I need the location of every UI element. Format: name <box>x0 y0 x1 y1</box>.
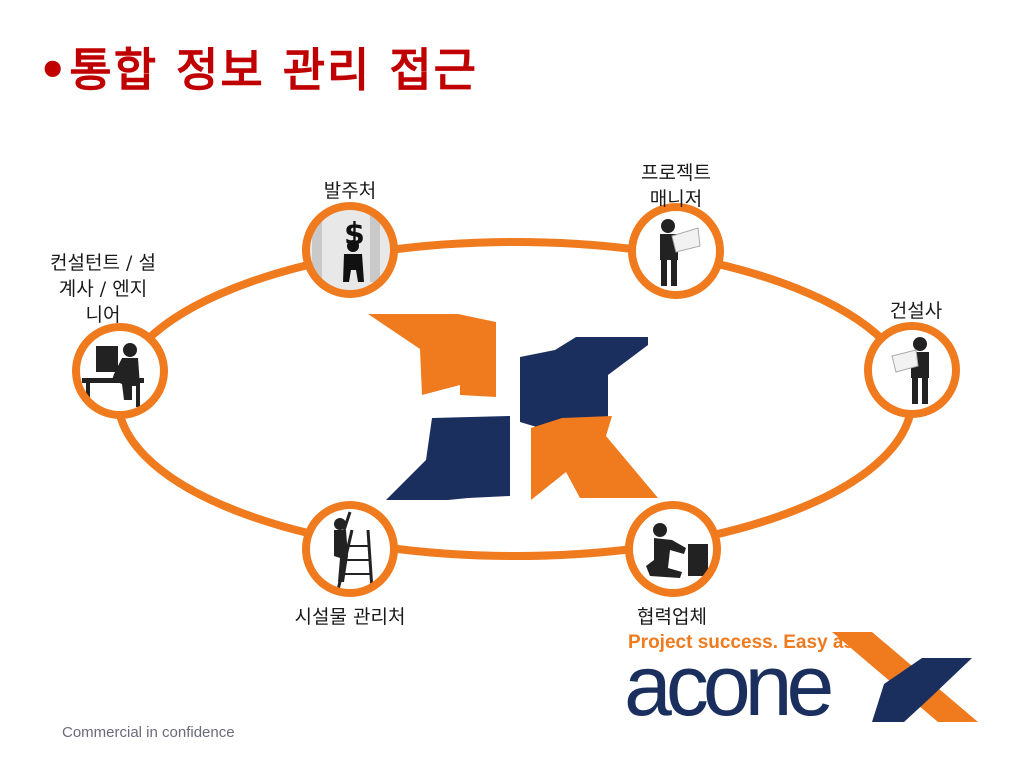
node-owner: $ <box>302 202 398 298</box>
aconex-logo-icon <box>832 632 978 722</box>
logo-wordmark: acone <box>624 638 834 734</box>
label-pm: 프로젝트 매니저 <box>641 162 711 210</box>
node-subcontractor <box>625 501 721 597</box>
ladder-worker-icon <box>334 511 374 591</box>
worker-with-plans-icon <box>660 219 701 286</box>
label-subcontractor: 협력업체 <box>637 606 707 628</box>
node-contractor <box>864 322 960 418</box>
computer-engineer-icon <box>82 343 144 407</box>
node-facility <box>302 501 398 597</box>
node-pm <box>628 203 724 299</box>
worker-with-plans-icon <box>891 337 929 404</box>
slide-title: •통합 정보 관리 접근 <box>38 43 479 97</box>
logo-tagline: Project success. Easy as <box>628 632 855 653</box>
confidentiality-footer: Commercial in confidence <box>62 724 235 741</box>
kneeling-worker-icon <box>646 523 708 578</box>
process-ring <box>114 238 916 560</box>
label-consultant: 컨설턴트 / 설 계사 / 엔지 니어 <box>50 252 156 326</box>
label-contractor: 건설사 <box>889 300 943 322</box>
label-facility: 시설물 관리처 <box>294 606 406 628</box>
central-arrows-icon <box>368 314 658 500</box>
node-consultant <box>72 323 168 419</box>
label-owner: 발주처 <box>323 180 377 202</box>
